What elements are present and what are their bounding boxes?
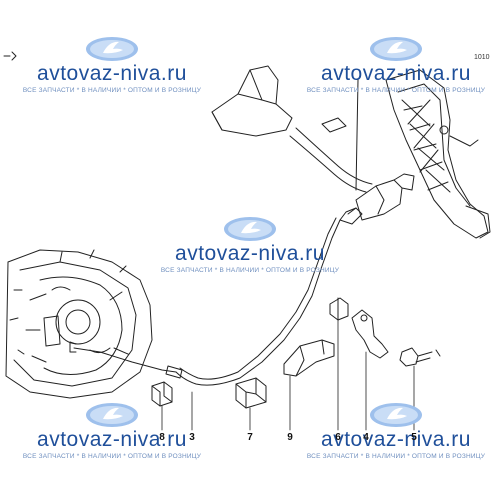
callout-leaders (161, 319, 415, 431)
clutch-cable (69, 217, 341, 386)
corner-code: 1010 (474, 54, 490, 61)
callout-4: 4 (363, 432, 369, 443)
shift-console (211, 65, 347, 137)
clip-6 (329, 297, 349, 321)
plug-8 (151, 381, 173, 407)
corner-mark (3, 51, 17, 61)
upper-cable (289, 79, 373, 193)
callout-9: 9 (287, 432, 293, 443)
callout-6: 6 (335, 432, 341, 443)
callout-3: 3 (189, 432, 195, 443)
pedal-assembly (385, 69, 491, 239)
cable-adjuster (339, 173, 415, 225)
bolt-5 (399, 347, 441, 367)
lever-4 (351, 309, 389, 359)
callout-5: 5 (411, 432, 417, 443)
callout-8: 8 (159, 432, 165, 443)
bracket-9 (283, 339, 335, 377)
rubber-block-7 (235, 377, 267, 409)
callout-7: 7 (247, 432, 253, 443)
gearbox-housing (5, 249, 153, 399)
